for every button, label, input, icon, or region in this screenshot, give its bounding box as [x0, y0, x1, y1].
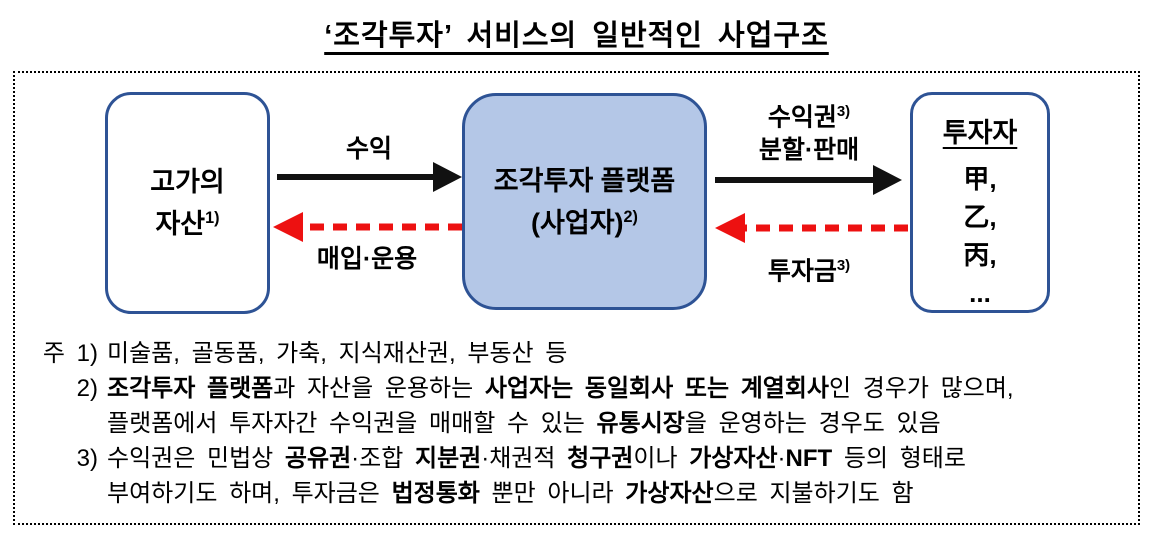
- footnote-1-text: 미술품, 골동품, 가축, 지식재산권, 부동산 등: [107, 340, 568, 367]
- footnote-3: 3) 수익권은 민법상 공유권·조합 지분권·채권적 청구권이나 가상자산·NF…: [36, 441, 1126, 476]
- footnote-1: 주 1) 미술품, 골동품, 가축, 지식재산권, 부동산 등: [36, 336, 1126, 371]
- rights-arrow-label: 수익권3) 분할·판매: [714, 95, 904, 167]
- acquire-arrow-head: [273, 212, 303, 242]
- footnote-2: 2) 조각투자 플랫폼과 자산을 운용하는 사업자는 동일회사 또는 계열회사인…: [36, 371, 1126, 406]
- footnote-3-continuation: 부여하기도 하며, 투자금은 법정통화 뿐만 아니라 가상자산으로 지불하기도 …: [36, 476, 1126, 511]
- investor-member-ellipsis: ...: [969, 278, 991, 308]
- acquire-arrow-label: 매입·운용: [316, 245, 418, 273]
- footnote-2-marker: 2): [76, 375, 98, 402]
- revenue-arrow-head: [433, 162, 462, 192]
- asset-box-line1: 고가의: [150, 167, 225, 197]
- footnote-2-marker-spacer: [36, 406, 98, 441]
- funds-arrow-label: 투자금3): [767, 257, 851, 286]
- footnote-2-text-line1: 조각투자 플랫폼과 자산을 운용하는 사업자는 동일회사 또는 계열회사인 경우…: [107, 375, 1014, 402]
- footnotes: 주 1) 미술품, 골동품, 가축, 지식재산권, 부동산 등 2) 조각투자 …: [36, 336, 1126, 511]
- figure-title-text: ‘조각투자’ 서비스의 일반적인 사업구조: [324, 20, 829, 52]
- asset-box: 고가의 자산1): [105, 92, 270, 314]
- rights-arrow-label-line1: 수익권3): [767, 103, 851, 132]
- platform-box-line1: 조각투자 플랫폼: [493, 165, 676, 196]
- rights-arrow-label-line2: 분할·판매: [758, 136, 860, 165]
- platform-box: 조각투자 플랫폼 (사업자)2): [462, 93, 707, 310]
- footnote-1-marker: 주 1): [42, 340, 98, 367]
- asset-box-line2: 자산1): [155, 209, 220, 239]
- footnote-2-text-line2: 플랫폼에서 투자자간 수익권을 매매할 수 있는 유통시장을 운영하는 경우도 …: [107, 410, 941, 437]
- footnote-3-text-line2: 부여하기도 하며, 투자금은 법정통화 뿐만 아니라 가상자산으로 지불하기도 …: [107, 480, 914, 507]
- figure-title: ‘조각투자’ 서비스의 일반적인 사업구조: [0, 12, 1153, 54]
- investor-member: 丙,: [963, 240, 997, 270]
- footnote-2-continuation: 플랫폼에서 투자자간 수익권을 매매할 수 있는 유통시장을 운영하는 경우도 …: [36, 406, 1126, 441]
- funds-arrow-head: [715, 213, 745, 243]
- investor-member: 甲,: [963, 164, 997, 194]
- footnote-3-marker-spacer: [36, 476, 98, 511]
- footnote-3-text-line1: 수익권은 민법상 공유권·조합 지분권·채권적 청구권이나 가상자산·NFT 등…: [107, 445, 966, 472]
- diagram-frame: 고가의 자산1) 조각투자 플랫폼 (사업자)2) 투자자 甲, 乙, 丙, .…: [13, 71, 1140, 525]
- rights-arrow-head: [873, 165, 902, 195]
- revenue-arrow-label: 수익: [345, 135, 392, 163]
- platform-box-line2: (사업자)2): [531, 207, 638, 238]
- flow-arrows: [273, 162, 908, 243]
- investor-member: 乙,: [963, 202, 997, 232]
- footnote-3-marker: 3): [76, 445, 98, 472]
- investor-box-heading: 투자자: [942, 118, 1018, 148]
- investor-box: 투자자 甲, 乙, 丙, ...: [910, 92, 1050, 313]
